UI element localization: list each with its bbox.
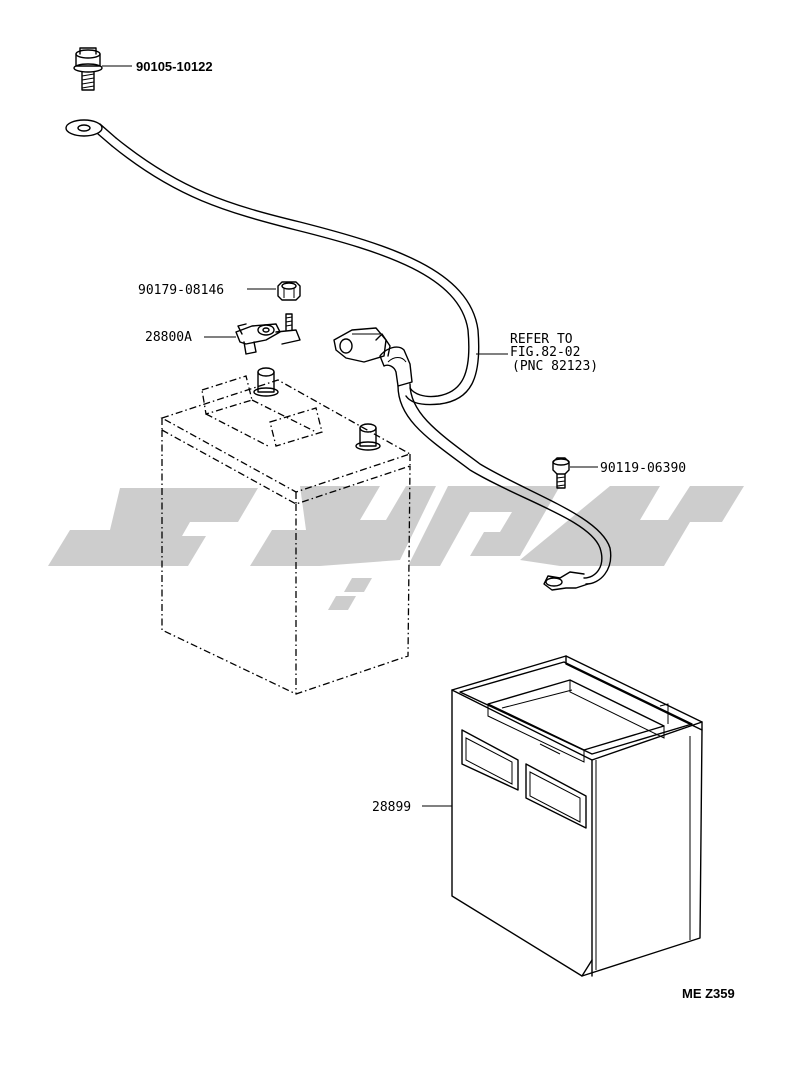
bolt-top-icon xyxy=(73,47,132,91)
terminal-clamp-icon xyxy=(204,313,301,355)
bolt-right-icon xyxy=(552,457,598,489)
label-terminal: 28800A xyxy=(145,330,192,345)
positive-cable xyxy=(333,327,612,591)
label-bolt-top: 90105-10122 xyxy=(136,59,213,74)
label-refer-line1: REFER TO xyxy=(510,332,573,347)
label-refer-line2: FIG.82-02 xyxy=(510,345,580,360)
watermark-logo xyxy=(48,486,744,610)
battery-tray-icon xyxy=(451,655,703,977)
ground-cable xyxy=(65,119,480,406)
label-tray: 28899 xyxy=(372,800,411,815)
label-bolt-right: 90119-06390 xyxy=(600,461,686,476)
figure-code: ME Z359 xyxy=(682,986,735,1001)
nut-icon xyxy=(247,281,301,301)
label-nut: 90179-08146 xyxy=(138,283,224,298)
label-refer-line3: (PNC 82123) xyxy=(512,359,598,374)
battery-icon xyxy=(160,367,412,695)
